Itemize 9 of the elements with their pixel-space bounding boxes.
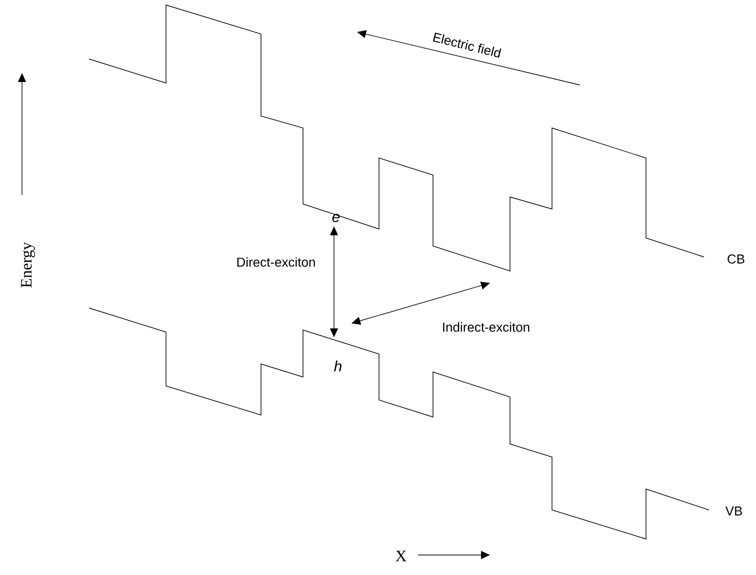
carrier-label: h: [334, 360, 342, 372]
carrier-label: e: [332, 214, 340, 222]
edge-label: Direct-exciton: [235, 256, 317, 268]
band-label: VB: [725, 506, 742, 516]
field-label: Electric field: [432, 32, 502, 58]
edge-label: Indirect-exciton: [440, 321, 532, 333]
axis-label: Energy: [21, 242, 35, 288]
band-label: CB: [728, 254, 744, 264]
axis-label: X: [396, 550, 406, 562]
